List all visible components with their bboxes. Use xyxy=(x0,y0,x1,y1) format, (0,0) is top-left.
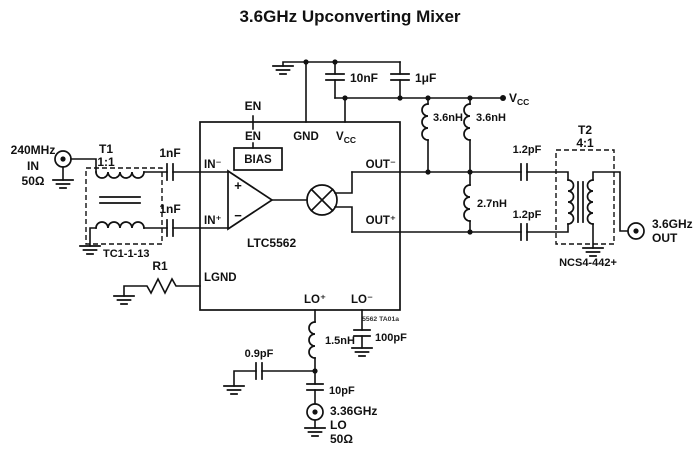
lo-connector-icon xyxy=(306,403,324,421)
capacitor-icon xyxy=(353,329,371,337)
ic-input-wires xyxy=(199,171,229,229)
capacitor-icon xyxy=(520,163,528,181)
junction-dots xyxy=(303,59,473,374)
input-impedance-label: 50Ω xyxy=(22,174,45,188)
t2-ratio-label: 4:1 xyxy=(576,136,594,150)
enable-input: EN xyxy=(245,99,262,149)
lo-port-label: LO xyxy=(330,418,347,432)
pin-out-neg-label: OUT⁻ xyxy=(366,159,396,171)
cap-out2-label: 1.2pF xyxy=(513,209,542,221)
figure-note: 5562 TA01a xyxy=(362,316,399,323)
l-lo-label: 1.5nH xyxy=(325,335,355,347)
amp-minus-label: − xyxy=(234,208,242,223)
inductor-icon xyxy=(463,184,471,222)
cap-lo-gnd-label: 100pF xyxy=(375,332,407,344)
out-neg-wire xyxy=(351,171,569,181)
transformer-t2: T2 4:1 NCS4-442+ xyxy=(555,123,629,269)
pin-vcc-label: VCC xyxy=(336,131,356,145)
l-shunt-label: 2.7nH xyxy=(477,198,507,210)
enable-label: EN xyxy=(245,99,262,113)
transformer-t1: T1 1:1 TC1-1-13 xyxy=(79,142,163,260)
cap-lo-series-label: 10pF xyxy=(329,385,355,397)
amp-plus-label: + xyxy=(234,178,242,193)
t1-ground-wire xyxy=(89,227,97,247)
t1-core-icon xyxy=(99,196,141,204)
cap-10nf-label: 10nF xyxy=(350,71,378,85)
pin-gnd-label: GND xyxy=(293,131,319,143)
schematic-title: 3.6GHz Upconverting Mixer xyxy=(239,7,460,26)
supply-network: 10nF 1μF VCC xyxy=(272,61,529,123)
pin-out-pos-label: OUT⁺ xyxy=(366,215,396,227)
lo-network: 1.5nH 0.9pF 10pF 3.36GHz LO 50Ω 100pF xyxy=(223,309,407,446)
r1-label: R1 xyxy=(152,259,168,273)
inductor-icon xyxy=(421,103,429,141)
ic-body xyxy=(199,121,401,311)
t2-output-wire xyxy=(592,171,629,232)
capacitor-icon xyxy=(390,73,410,81)
l-out1-label: 3.6nH xyxy=(433,112,463,124)
pin-in-pos-label: IN⁺ xyxy=(204,215,222,227)
t1-secondary-coil-icon xyxy=(95,221,145,229)
bias-label: BIAS xyxy=(244,154,272,166)
output-port-label: OUT xyxy=(652,231,678,245)
t1-part-label: TC1-1-13 xyxy=(103,248,149,260)
rf-output-port: 3.6GHz OUT xyxy=(627,217,693,245)
cap-1nf-top-label: 1nF xyxy=(159,146,180,160)
capacitor-icon xyxy=(325,73,345,81)
pin-lo-neg-label: LO⁻ xyxy=(351,294,373,306)
t1-ratio-label: 1:1 xyxy=(97,155,115,169)
cap-1uf-label: 1μF xyxy=(415,71,436,85)
capacitor-icon xyxy=(520,223,528,241)
t2-part-label: NCS4-442+ xyxy=(559,257,617,269)
ic-ltc5562: EN BIAS GND VCC IN⁻ IN⁺ OUT⁻ OUT⁺ LGND L… xyxy=(199,121,401,311)
resistor-icon xyxy=(123,277,201,297)
cap-lo-shunt-label: 0.9pF xyxy=(245,348,274,360)
t2-primary-coil-icon xyxy=(567,179,575,225)
rf-input-port: 240MHz IN 50Ω xyxy=(11,143,97,189)
input-connector-icon xyxy=(54,150,72,168)
capacitor-icon xyxy=(166,163,174,181)
capacitor-icon xyxy=(166,219,174,237)
output-connector-icon xyxy=(627,222,645,240)
cap-out1-label: 1.2pF xyxy=(513,144,542,156)
inductor-icon xyxy=(308,321,316,359)
t2-outline xyxy=(555,149,615,245)
t1-ref-label: T1 xyxy=(99,142,113,156)
input-coupling-caps: 1nF 1nF xyxy=(143,146,201,237)
t1-outline xyxy=(85,167,163,245)
inductor-icon xyxy=(463,103,471,141)
t1-primary-coil-icon xyxy=(95,171,145,179)
pin-lgnd-label: LGND xyxy=(204,272,237,284)
pin-lo-pos-label: LO⁺ xyxy=(304,294,326,306)
t2-secondary-coil-icon xyxy=(586,179,594,225)
vcc-rail-label: VCC xyxy=(509,91,529,107)
t2-core-icon xyxy=(577,181,584,223)
lo-impedance-label: 50Ω xyxy=(330,432,353,446)
input-port-label: IN xyxy=(27,159,39,173)
mixer-output-wires xyxy=(334,171,353,233)
resistor-r1-network: R1 xyxy=(113,259,201,305)
t2-ref-label: T2 xyxy=(578,123,592,137)
input-frequency-label: 240MHz xyxy=(11,143,56,157)
ic-part-label: LTC5562 xyxy=(247,236,296,250)
mixer-x-icon xyxy=(310,188,334,212)
mixer-icon xyxy=(306,184,338,216)
cap-1nf-bottom-label: 1nF xyxy=(159,202,180,216)
output-matching-network: 3.6nH 3.6nH 2.7nH 1.2pF 1.2pF xyxy=(351,97,569,241)
capacitor-icon xyxy=(255,362,263,380)
output-frequency-label: 3.6GHz xyxy=(652,217,693,231)
vcc-terminal-dot xyxy=(500,95,506,101)
bias-block xyxy=(233,147,283,171)
lo-shunt-wire xyxy=(233,370,316,387)
l-out2-label: 3.6nH xyxy=(476,112,506,124)
pin-en-label: EN xyxy=(245,131,261,143)
amplifier-icon xyxy=(227,169,274,231)
out-pos-wire xyxy=(351,223,569,233)
lo-frequency-label: 3.36GHz xyxy=(330,404,377,418)
pin-in-neg-label: IN⁻ xyxy=(204,159,222,171)
